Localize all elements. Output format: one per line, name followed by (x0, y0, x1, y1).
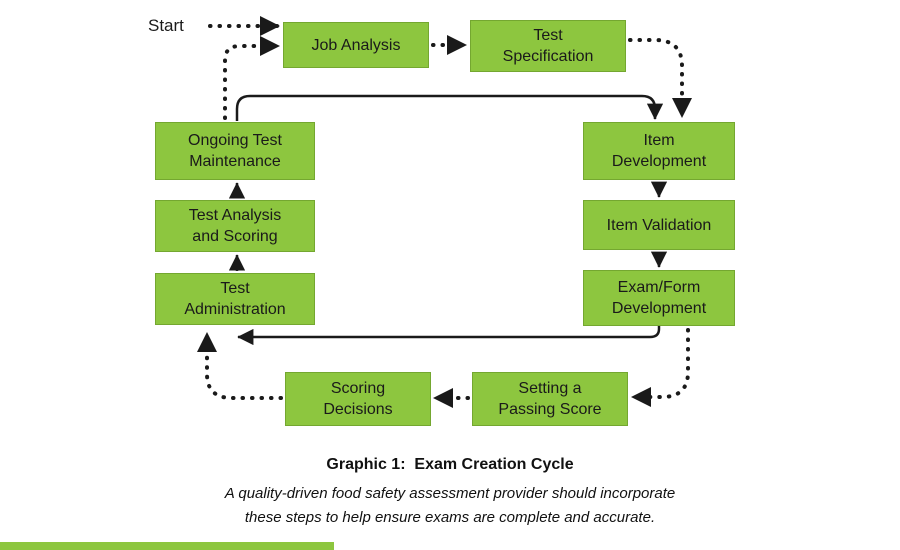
start-label: Start (148, 16, 184, 35)
caption-line-2: these steps to help ensure exams are com… (244, 509, 656, 526)
node-test-analysis-scoring: Test Analysis and Scoring (155, 200, 315, 252)
node-test-administration: Test Administration (155, 273, 315, 325)
arrow-exam-form-development-to-setting-passing-score (630, 328, 690, 407)
arrow-scoring-decisions-to-test-administration (197, 331, 283, 400)
node-exam-form-development: Exam/Form Development (583, 270, 735, 326)
node-item-validation: Item Validation (583, 200, 735, 250)
node-setting-passing-score: Setting a Passing Score (472, 372, 628, 426)
node-item-development: Item Development (583, 122, 735, 180)
arrow-test-specification-to-item-development (628, 38, 692, 119)
bottom-green-bar (0, 542, 334, 550)
caption: Graphic 1: Exam Creation Cycle A quality… (0, 456, 900, 530)
node-ongoing-test-maintenance: Ongoing Test Maintenance (155, 122, 315, 180)
node-scoring-decisions: Scoring Decisions (285, 372, 431, 426)
arrow-exam-form-development-to-test-administration (237, 326, 661, 346)
caption-title: Graphic 1: Exam Creation Cycle (326, 456, 574, 473)
caption-line-1: A quality-driven food safety assessment … (224, 485, 676, 502)
node-test-specification: Test Specification (470, 20, 626, 72)
arrow-ongoing-maintenance-to-item-development (235, 94, 664, 121)
node-job-analysis: Job Analysis (283, 22, 429, 68)
arrow-ongoing-maintenance-to-job-analysis (223, 36, 281, 120)
